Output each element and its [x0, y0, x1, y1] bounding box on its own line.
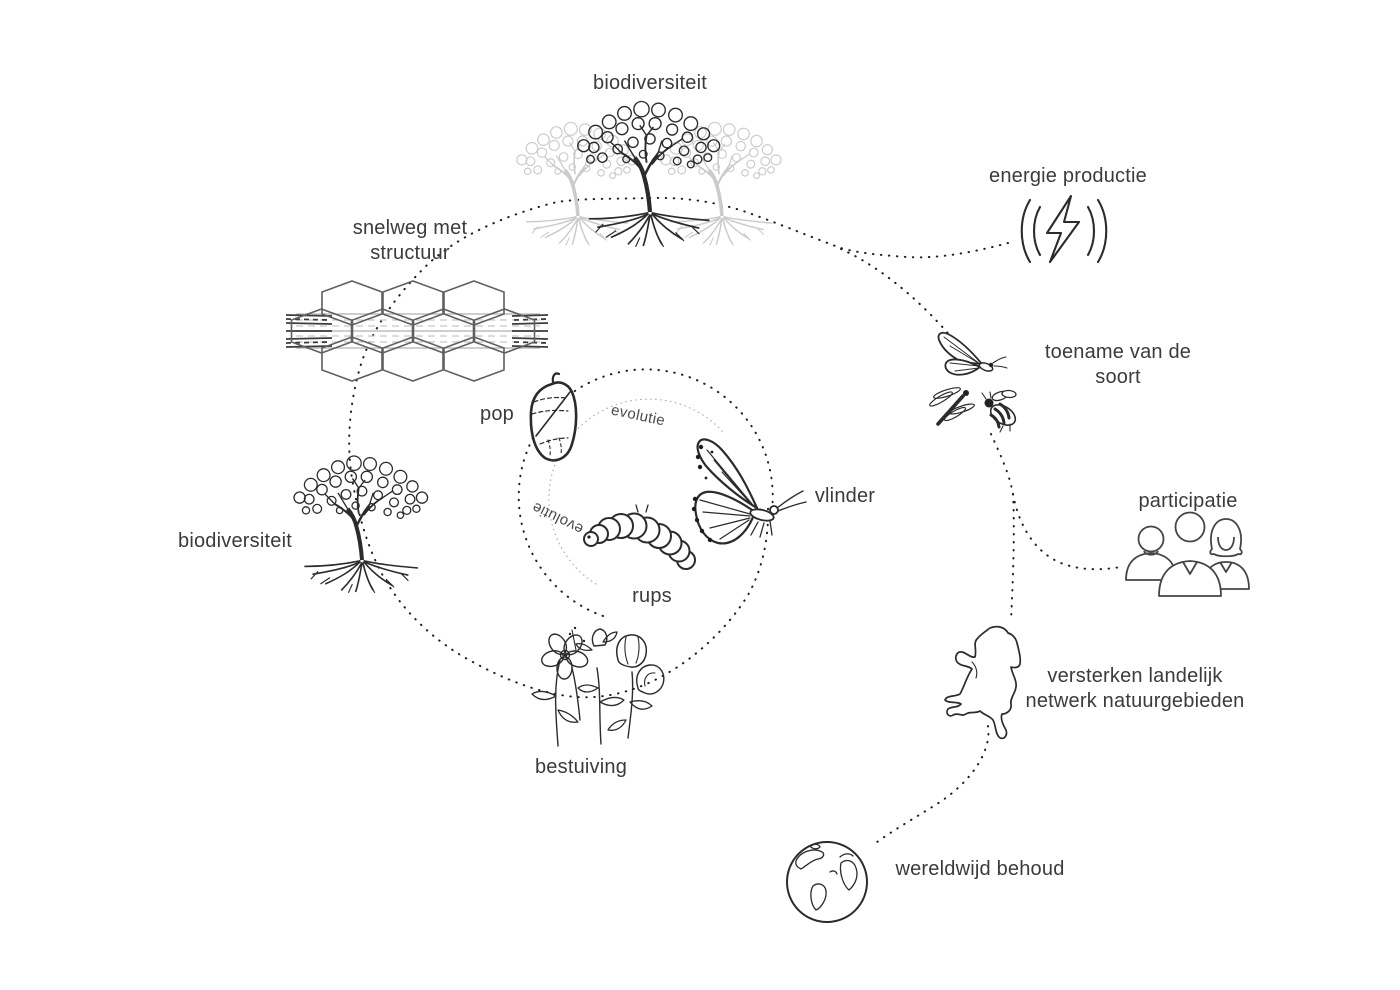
chrysalis-icon: [529, 372, 578, 462]
flowers-icon: [531, 626, 665, 747]
people-icon: [1125, 511, 1250, 597]
label-energie-productie: energie productie: [989, 165, 1147, 187]
netherlands-map-icon: [944, 625, 1022, 740]
label-wereldwijd-behoud: wereldwijd behoud: [895, 858, 1065, 880]
caterpillar-icon: [583, 504, 696, 570]
honeycomb-highway-icon: [285, 280, 549, 382]
map-connector: [1010, 493, 1015, 622]
participatie-connector: [1012, 493, 1122, 571]
globe-connector: [872, 725, 990, 846]
label-bestuiving: bestuiving: [534, 756, 628, 778]
label-rups: rups: [632, 585, 672, 607]
small-butterfly-icon: [937, 331, 1008, 376]
globe-icon: [786, 841, 868, 923]
label-biodiversiteit-left: biodiversiteit: [178, 530, 292, 552]
dragonfly-icon: [929, 387, 975, 426]
label-snelweg-met-structuur: snelweg met structuur: [352, 217, 468, 264]
insects-split-connector: [990, 433, 1014, 495]
label-vlinder: vlinder: [814, 485, 876, 507]
dotted-loop-path: [348, 196, 1009, 699]
lifecycle-outer-ring: [517, 368, 774, 617]
bee-icon: [981, 389, 1017, 433]
label-participatie: participatie: [1138, 490, 1238, 512]
label-versterken-landelijk-netwerk: versterken landelijk netwerk natuurgebie…: [1025, 665, 1245, 712]
label-biodiversiteit-top: biodiversiteit: [593, 72, 707, 94]
tree-icon-left: [294, 456, 428, 593]
person-center: [1158, 511, 1222, 597]
label-pop: pop: [480, 403, 514, 425]
label-toename-van-de-soort: toename van de soort: [1044, 341, 1192, 388]
tree-icon-faded-left: [514, 120, 639, 248]
butterfly-icon: [691, 438, 807, 545]
lightning-energy-icon: [1020, 194, 1108, 264]
